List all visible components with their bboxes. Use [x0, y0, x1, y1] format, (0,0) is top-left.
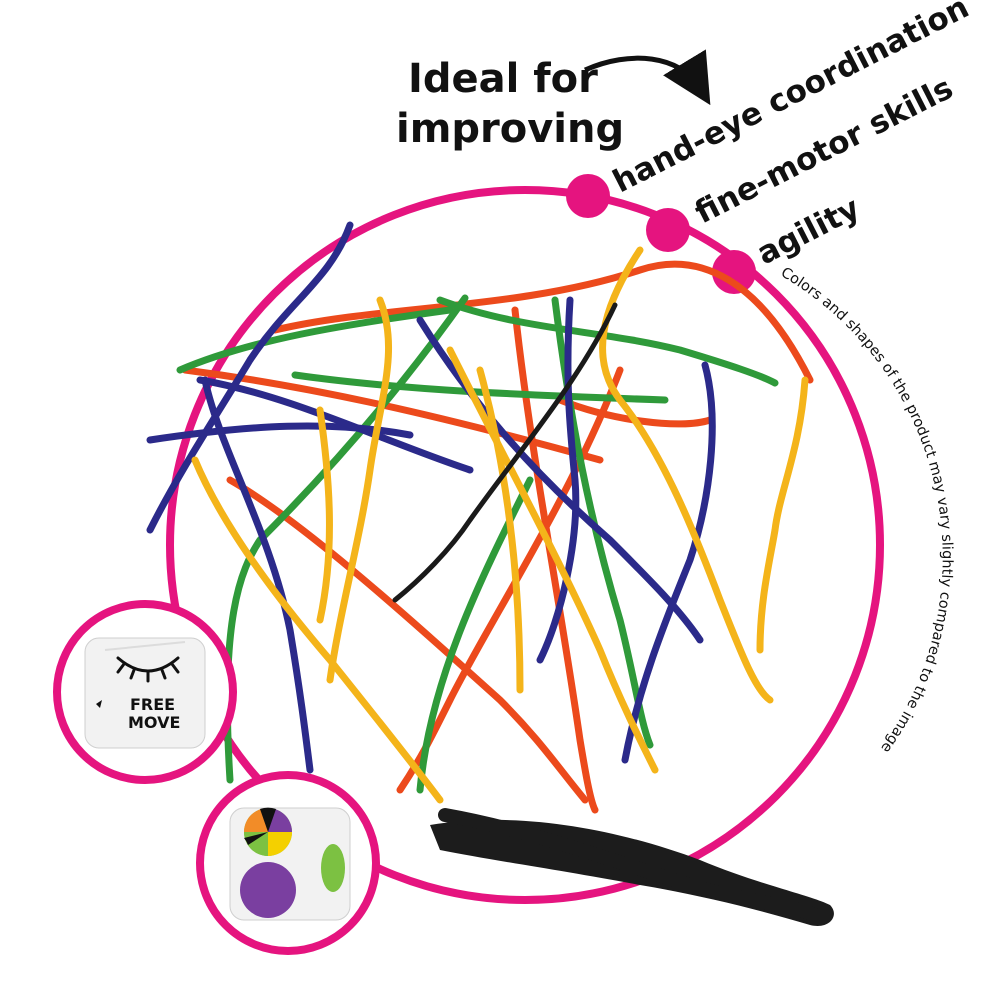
stick-orange — [226, 476, 589, 804]
dice-inset-color — [196, 771, 380, 955]
dice-move-text: MOVE — [128, 713, 180, 732]
purple-face-dot — [240, 862, 296, 918]
stick-blue — [196, 376, 474, 474]
headline-line-1: Ideal for — [408, 56, 598, 102]
benefit-dot-3 — [712, 250, 756, 294]
disclaimer-text: Colors and shapes of the product may var… — [778, 265, 955, 756]
main-circle-outline — [166, 186, 884, 904]
benefit-dot-1 — [566, 174, 610, 218]
stick-yellow — [476, 366, 524, 694]
stick-blue — [146, 221, 354, 534]
green-face-dot — [321, 844, 345, 892]
stick-green — [176, 306, 454, 374]
stick-yellow — [599, 246, 774, 704]
benefit-dot-2 — [646, 208, 690, 252]
stick-yellow — [446, 346, 659, 774]
dice-free-text: FREE — [130, 695, 175, 714]
stick-yellow — [756, 376, 809, 654]
benefit-label-agility: agility — [751, 190, 865, 272]
pickup-sticks — [146, 221, 814, 814]
curved-arrow-icon — [583, 49, 711, 106]
stick-orange — [556, 396, 714, 428]
dice-inset-free-move: FREE MOVE — [53, 600, 237, 784]
stick-blue — [536, 296, 580, 664]
tweezers — [430, 808, 834, 926]
stick-green — [436, 296, 779, 387]
color-pie-icon — [244, 807, 292, 856]
stick-yellow — [316, 406, 333, 624]
stick-yellow — [326, 296, 393, 684]
stick-blue — [621, 361, 716, 764]
headline-line-2: improving — [396, 106, 624, 152]
closed-eye-icon — [116, 656, 180, 683]
stick-black — [392, 302, 618, 603]
stick-orange — [511, 306, 599, 814]
